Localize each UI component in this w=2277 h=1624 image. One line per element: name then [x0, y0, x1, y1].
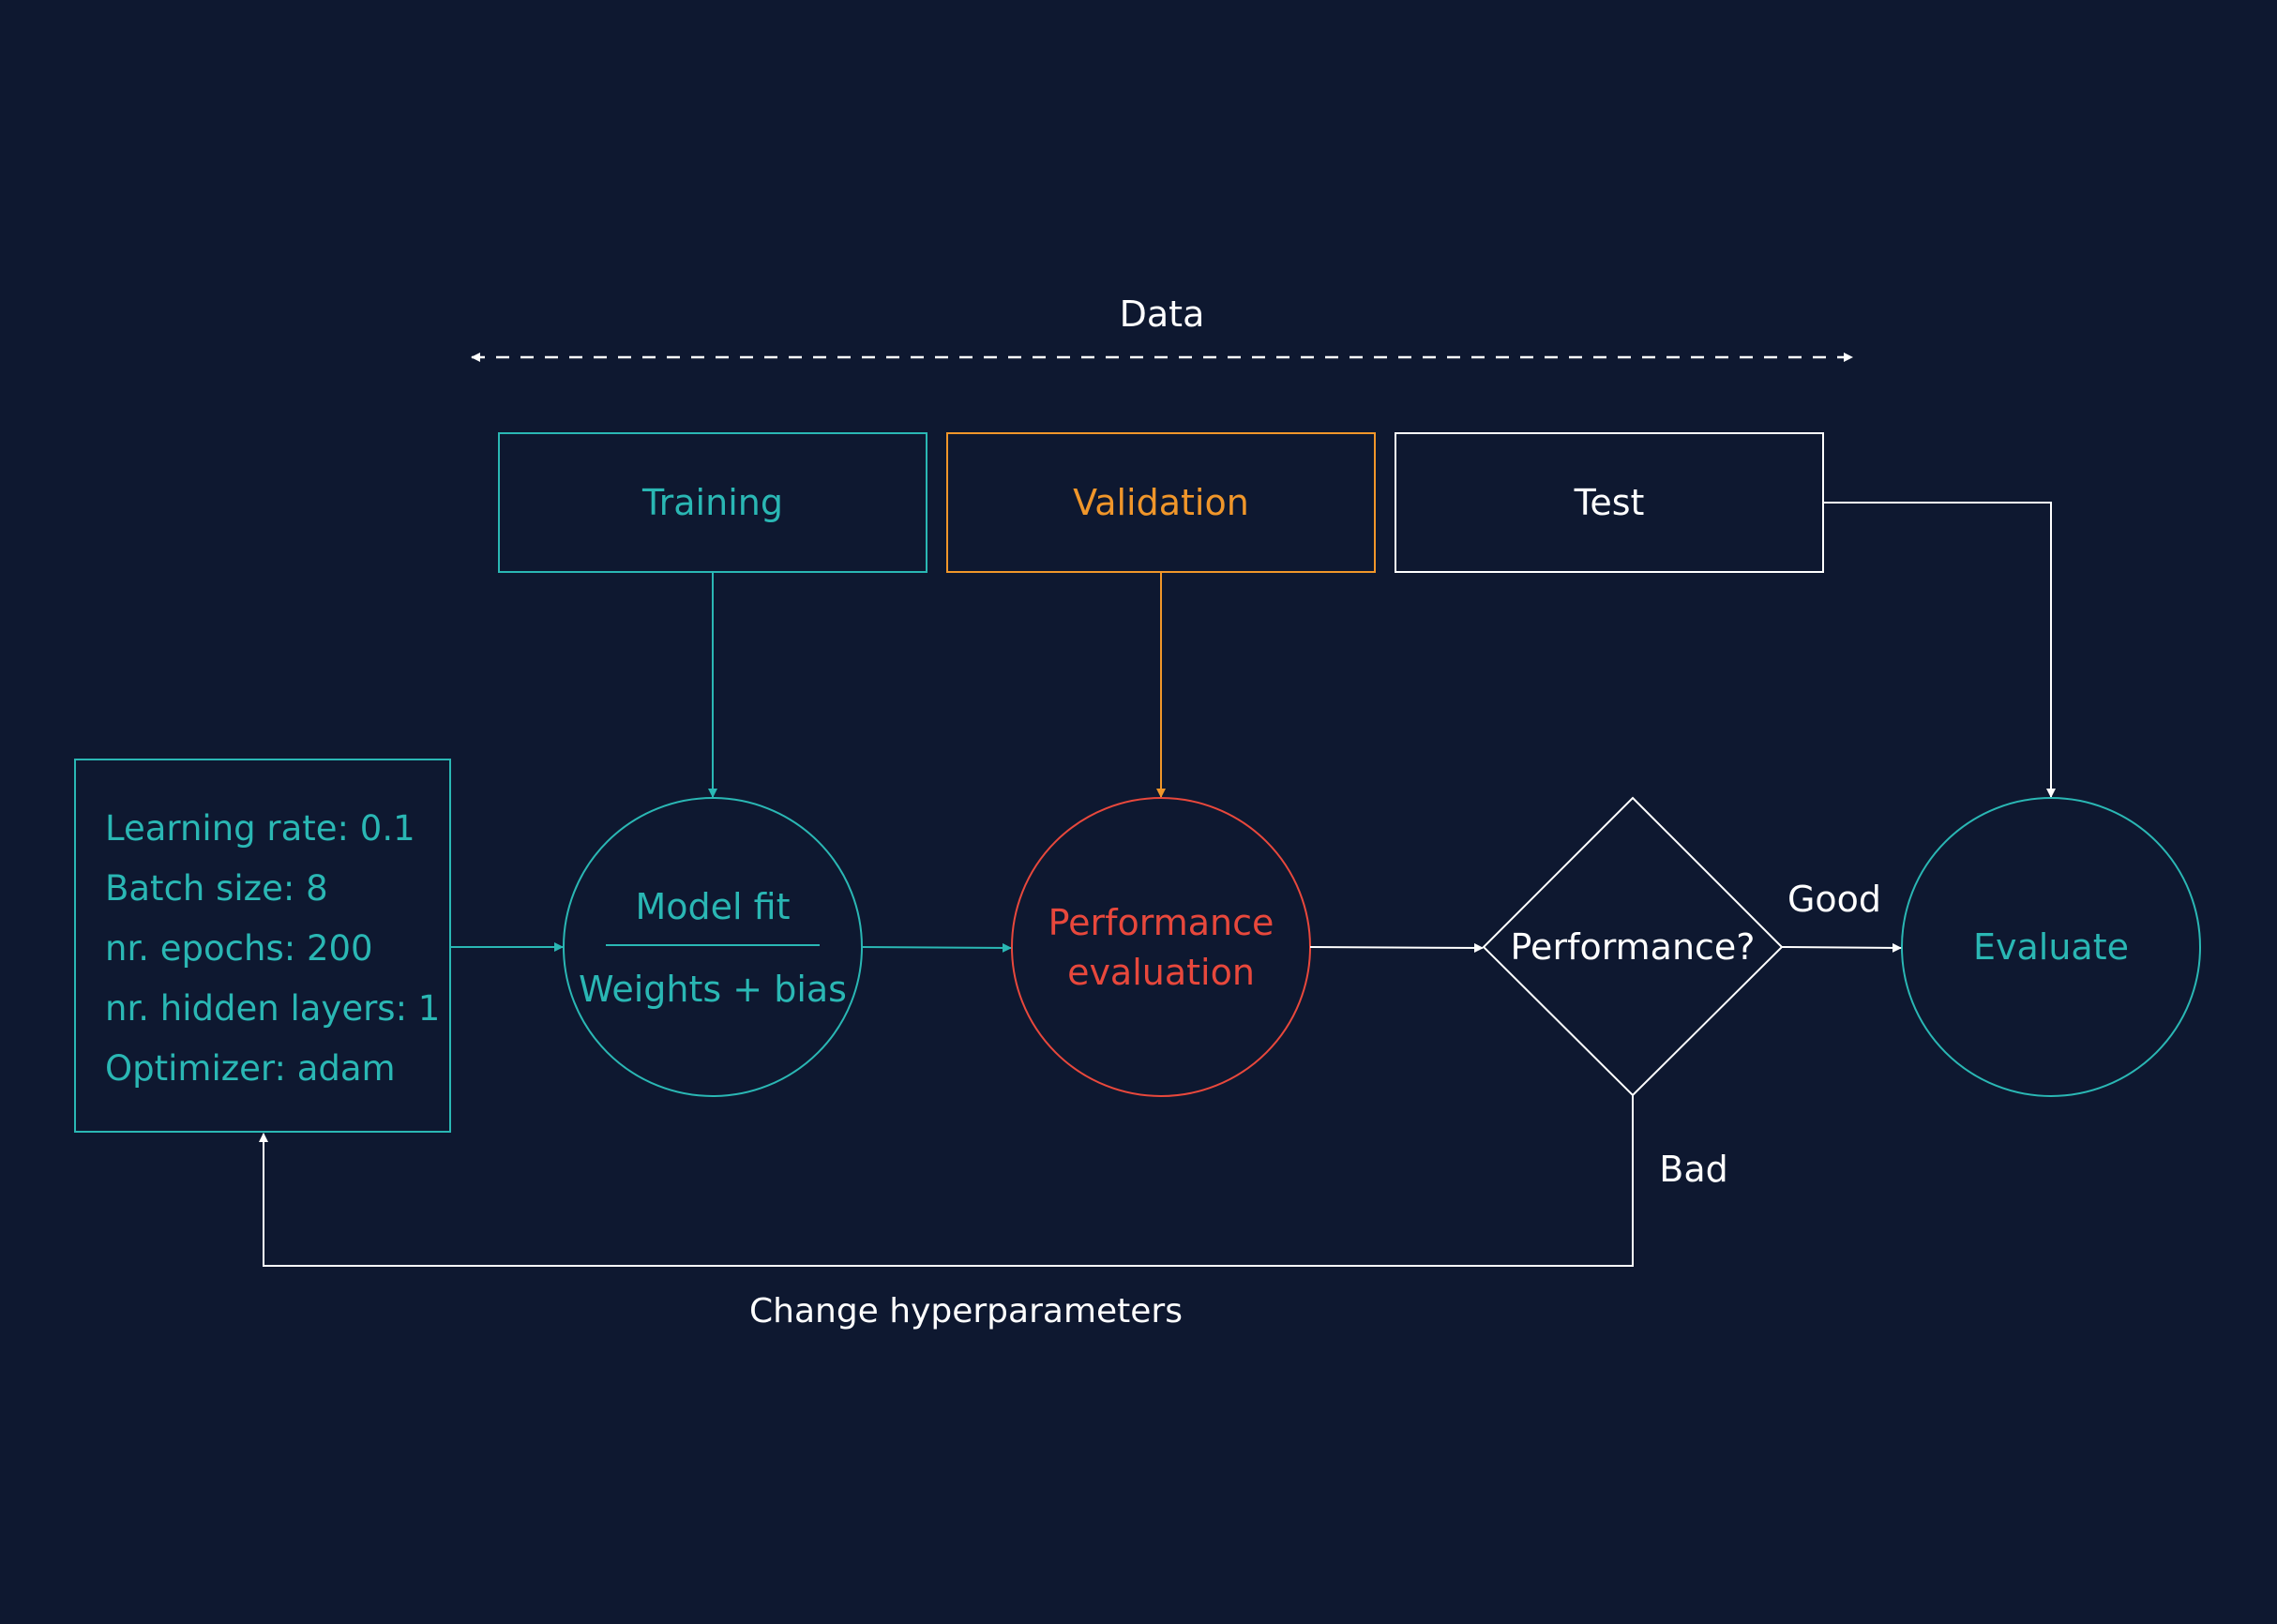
good-label: Good [1787, 879, 1881, 920]
training-label: Training [641, 482, 783, 523]
test-box: Test [1395, 432, 1824, 573]
hyperparameter-box: Learning rate: 0.1 Batch size: 8 nr. epo… [74, 759, 451, 1133]
change-hyperparameters-label: Change hyperparameters [749, 1292, 1183, 1331]
hyperparameter-item: Optimizer: adam [105, 1048, 396, 1089]
validation-box: Validation [946, 432, 1376, 573]
model-fit-to-performance-arrow [861, 942, 1012, 953]
hyperparameter-item: Batch size: 8 [105, 868, 328, 909]
evaluate-node: Evaluate [1901, 797, 2201, 1097]
hyperparameter-item: nr. hidden layers: 1 [105, 988, 440, 1029]
change-hyperparameters-arrow [259, 1095, 1634, 1267]
test-label: Test [1574, 482, 1645, 523]
hyperparameter-item: Learning rate: 0.1 [105, 808, 415, 849]
bad-label: Bad [1659, 1149, 1727, 1190]
performance-evaluation-line: Performance [1048, 902, 1274, 943]
training-box: Training [498, 432, 927, 573]
hyperparameter-item: nr. epochs: 200 [105, 928, 373, 969]
validation-label: Validation [1073, 482, 1249, 523]
performance-to-decision-arrow [1309, 942, 1484, 953]
model-fit-node: Model fit Weights + bias [563, 797, 863, 1097]
performance-evaluation-line: evaluation [1067, 952, 1255, 993]
model-fit-title: Model fit [635, 886, 790, 927]
evaluate-label: Evaluate [1973, 926, 2129, 968]
test-to-evaluate-arrow [1823, 502, 2056, 798]
model-fit-subtitle: Weights + bias [579, 969, 847, 1010]
decision-label: Performance? [1511, 926, 1756, 968]
decision-to-evaluate-arrow [1781, 942, 1902, 953]
performance-evaluation-node: Performance evaluation [1011, 797, 1311, 1097]
performance-decision: Performance? [1482, 796, 1784, 1097]
data-label: Data [1120, 293, 1205, 335]
